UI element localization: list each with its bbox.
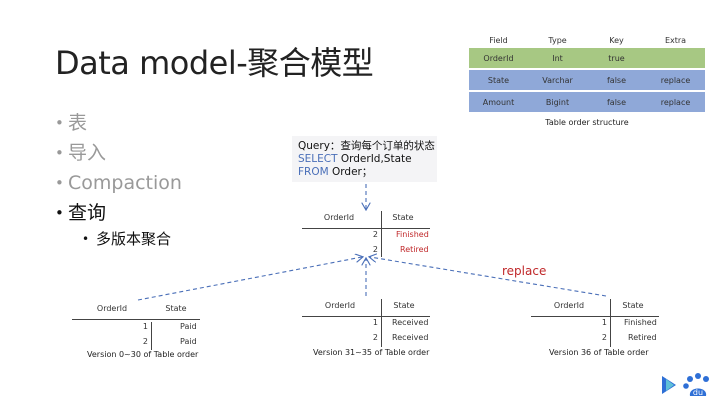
query-comment: ：查询每个订单的状态 [329,140,435,152]
table-divider [72,319,200,320]
version-cell-state: Received [392,318,429,327]
version-cell-state: Received [392,333,429,342]
arrow-v36-to-result [370,257,607,297]
version-cell-id: 1 [372,318,378,327]
query-label: Query [298,140,330,152]
bullet-compaction: Compaction [55,168,182,198]
result-cell-id: 2 [372,230,378,239]
table-divider [151,322,152,350]
from-table: Order； [328,166,373,178]
version-cell-state: Paid [180,337,197,346]
table-divider [381,211,382,257]
result-cell-state: Retired [400,245,429,254]
result-cell-id: 2 [372,245,378,254]
struct-header-field: Field [469,32,528,48]
sub-bullet-multiversion: 多版本聚合 [82,228,182,250]
struct-cell: Amount [469,90,528,112]
bullet-list: 表 导入 Compaction 查询 多版本聚合 [55,108,182,250]
version-cell-id: 1 [601,318,607,327]
slide-title: Data model-聚合模型 [55,44,374,82]
version-cell-state: Finished [624,318,657,327]
struct-cell: false [587,68,646,91]
version-table-0-30: OrderId State 1 Paid 2 Paid [72,302,200,350]
struct-row-value: State Varchar false replace [469,68,705,91]
struct-cell: Int [528,48,587,69]
baidu-logo: du [660,372,716,402]
result-header-state: State [392,213,414,222]
replace-label: replace [502,264,547,278]
version-cell-id: 2 [372,333,378,342]
logo-text: du [693,388,703,397]
table-divider [381,299,382,347]
bullet-table: 表 [55,108,182,138]
struct-cell: replace [646,68,705,91]
version-cell-id: 2 [601,333,607,342]
version-cell-id: 2 [142,337,148,346]
struct-row-key: OrderId Int true [469,48,705,69]
baidu-paw-icon: du [662,373,709,397]
result-header-orderid: OrderId [323,213,355,222]
struct-cell: replace [646,90,705,112]
arrow-v0-to-result [137,257,362,301]
struct-row-value: Amount Bigint false replace [469,90,705,112]
version-header-state: State [622,301,644,310]
result-cell-state: Finished [396,230,429,239]
table-divider [610,299,611,347]
struct-cell: Bigint [528,90,587,112]
struct-header-type: Type [528,32,587,48]
version-cell-id: 1 [142,322,148,331]
from-keyword: FROM [298,166,329,178]
result-table: OrderId State 2 Finished 2 Retired [302,211,430,259]
query-box: Query：查询每个订单的状态 SELECT OrderId,State FRO… [292,136,437,182]
select-keyword: SELECT [298,153,338,165]
bullet-query: 查询 [55,198,182,228]
table-divider [302,228,430,229]
version-caption: Version 36 of Table order [549,348,649,357]
bullet-import: 导入 [55,138,182,168]
struct-header-key: Key [587,32,646,48]
select-columns: OrderId,State [337,153,412,165]
version-caption: Version 31~35 of Table order [313,348,430,357]
version-header-state: State [393,301,415,310]
struct-cell: false [587,90,646,112]
version-header-orderid: OrderId [553,301,585,310]
version-header-state: State [165,304,187,313]
struct-header-extra: Extra [646,32,705,48]
struct-cell: true [587,48,646,69]
table-divider [531,316,659,317]
version-table-36: OrderId State 1 Finished 2 Retired [531,299,659,347]
struct-cell [646,48,705,69]
version-cell-state: Paid [180,322,197,331]
table-divider [302,316,430,317]
version-header-orderid: OrderId [324,301,356,310]
version-table-31-35: OrderId State 1 Received 2 Received [302,299,430,347]
version-header-orderid: OrderId [96,304,128,313]
struct-cell: State [469,68,528,91]
structure-caption: Table order structure [545,118,629,127]
structure-table: Field Type Key Extra OrderId Int true St… [469,32,705,127]
version-cell-state: Retired [628,333,657,342]
struct-cell: OrderId [469,48,528,69]
struct-cell: Varchar [528,68,587,91]
version-caption: Version 0~30 of Table order [87,350,199,359]
